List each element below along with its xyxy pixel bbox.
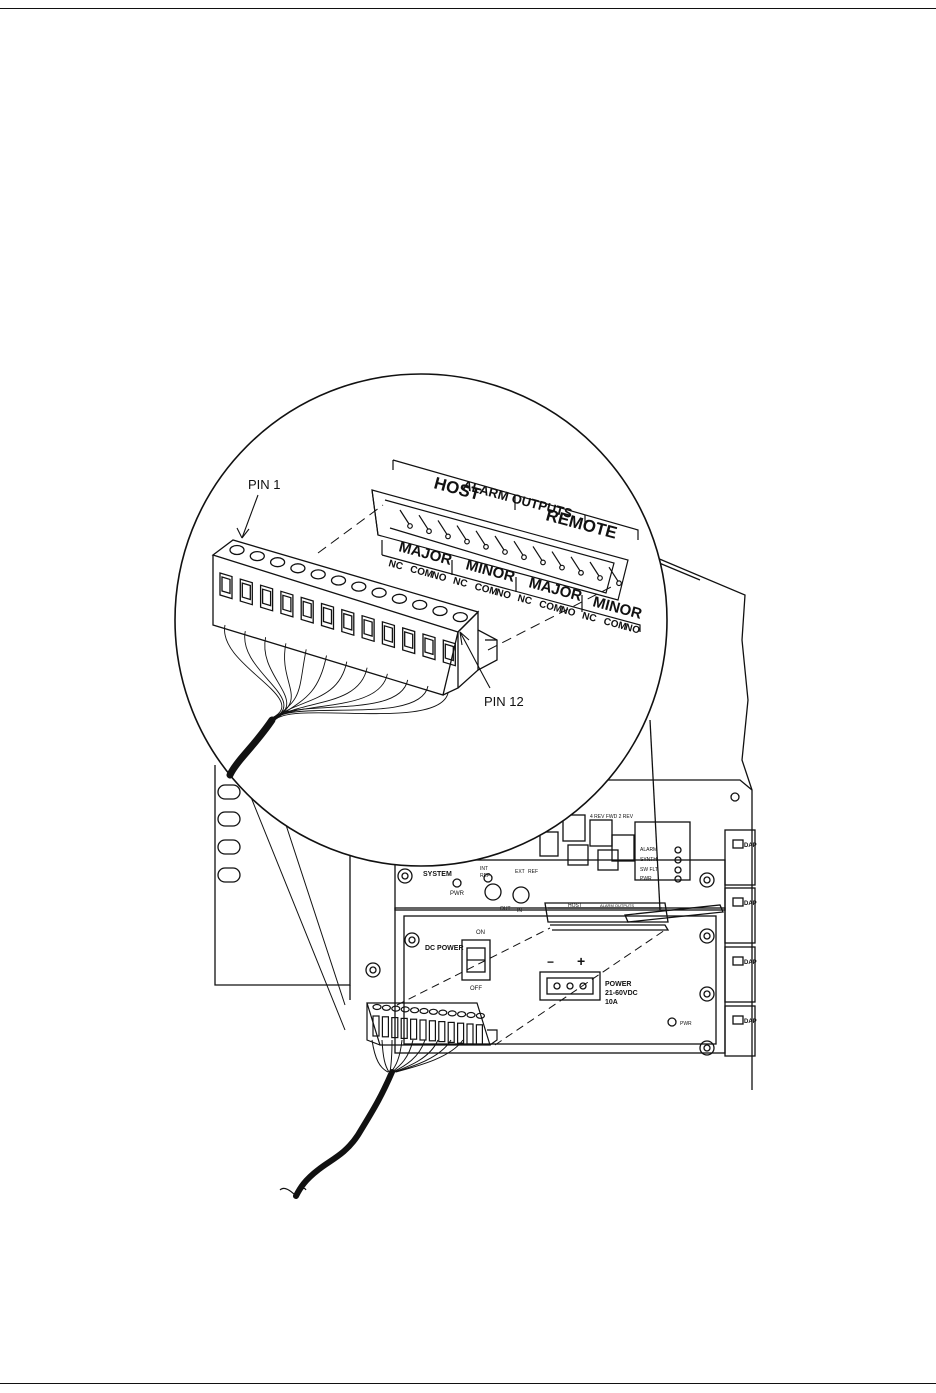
power-connector bbox=[540, 972, 600, 1000]
small-screw-hole bbox=[392, 1006, 400, 1011]
small-screw-hole bbox=[401, 1007, 409, 1012]
small-pwr-label: PWR bbox=[680, 1021, 692, 1027]
ref-label-6: IN bbox=[517, 908, 522, 914]
small-cell bbox=[448, 1022, 454, 1042]
pwr-label: PWR bbox=[450, 891, 465, 897]
power-spec-1: POWER bbox=[605, 981, 631, 988]
small-cell bbox=[439, 1022, 445, 1042]
card-label-1: DAP bbox=[744, 843, 757, 849]
right-screws bbox=[700, 873, 714, 1055]
small-cell bbox=[411, 1019, 417, 1039]
top-card-text: 4 REV FWD 2 REV bbox=[590, 814, 634, 820]
small-screw-hole bbox=[439, 1010, 447, 1015]
small-cell bbox=[467, 1024, 473, 1044]
main-cable bbox=[296, 1072, 392, 1196]
power-spec-3: 10A bbox=[605, 999, 618, 1006]
small-cell bbox=[429, 1021, 435, 1041]
indicator-alarm: ALARM bbox=[640, 847, 657, 853]
chassis-host-label: HOST bbox=[568, 903, 582, 909]
minus-label: − bbox=[547, 955, 554, 969]
small-terminal-block bbox=[367, 1003, 497, 1045]
dc-power-switch bbox=[462, 940, 490, 980]
small-screw-hole bbox=[420, 1009, 428, 1014]
indicator-synth: SYNTH bbox=[640, 857, 657, 863]
power-spec-2: 21-60VDC bbox=[605, 990, 638, 997]
small-screw-hole bbox=[458, 1012, 466, 1017]
small-screw-hole bbox=[382, 1005, 390, 1010]
small-screw-hole bbox=[448, 1011, 456, 1016]
dc-power-label: DC POWER bbox=[425, 945, 464, 952]
small-screw-hole bbox=[467, 1013, 475, 1018]
ref-label-3: EXT bbox=[515, 869, 525, 875]
small-screw-hole bbox=[411, 1008, 419, 1013]
chassis-alarm-label: ALARM OUTPUTS bbox=[600, 903, 634, 908]
small-screw-hole bbox=[429, 1009, 437, 1014]
vent-slots bbox=[218, 785, 240, 882]
ref-label-2: REF bbox=[480, 873, 490, 879]
card-label-4: DAP bbox=[744, 1019, 757, 1025]
card-label-3: DAP bbox=[744, 960, 757, 966]
small-screw-hole bbox=[373, 1005, 381, 1010]
small-cell bbox=[476, 1025, 482, 1045]
ref-label-4: REF bbox=[528, 869, 538, 875]
system-label: SYSTEM bbox=[423, 871, 452, 878]
ref-label-1: INT bbox=[480, 866, 488, 872]
indicator-sw-flt: SW FLT bbox=[640, 867, 658, 873]
indicator-pwr: PWR bbox=[640, 876, 652, 882]
pin-12-label: PIN 12 bbox=[484, 694, 524, 709]
small-cell bbox=[382, 1017, 388, 1037]
switch-off-label: OFF bbox=[470, 986, 482, 992]
card-label-2: DAP bbox=[744, 901, 757, 907]
ref-label-5: OUT bbox=[500, 906, 511, 912]
left-screws bbox=[366, 869, 419, 977]
plus-label: + bbox=[577, 953, 585, 969]
pin-1-label: PIN 1 bbox=[248, 477, 281, 492]
switch-on-label: ON bbox=[476, 930, 485, 936]
small-cell bbox=[420, 1020, 426, 1040]
